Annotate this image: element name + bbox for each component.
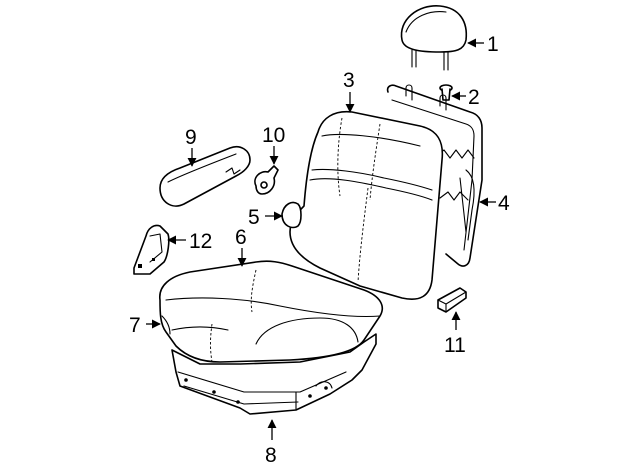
leader-lines — [146, 38, 496, 440]
side-shield — [133, 224, 170, 275]
callout-7: 7 — [129, 314, 141, 337]
callout-6: 6 — [235, 226, 247, 249]
callout-2: 2 — [468, 86, 480, 109]
recliner-knob — [281, 201, 302, 229]
seat-back-cushion — [289, 110, 444, 300]
seat-cushion-front-corner — [161, 315, 171, 335]
seat-track — [171, 333, 377, 415]
callout-5: 5 — [248, 206, 260, 229]
callout-10: 10 — [262, 124, 285, 147]
callout-labels: 1 2 3 4 5 6 7 8 9 10 11 12 — [129, 33, 510, 467]
callout-3: 3 — [343, 69, 355, 92]
callout-1: 1 — [487, 33, 499, 56]
callout-12: 12 — [189, 230, 212, 253]
callout-8: 8 — [265, 444, 277, 467]
callout-4: 4 — [498, 192, 510, 215]
trim-bracket — [437, 287, 467, 313]
callout-9: 9 — [185, 126, 197, 149]
armrest — [159, 145, 251, 207]
adjust-lever — [254, 165, 279, 195]
callout-11: 11 — [444, 334, 466, 357]
seat-cushion — [159, 260, 384, 363]
headrest — [400, 5, 468, 71]
